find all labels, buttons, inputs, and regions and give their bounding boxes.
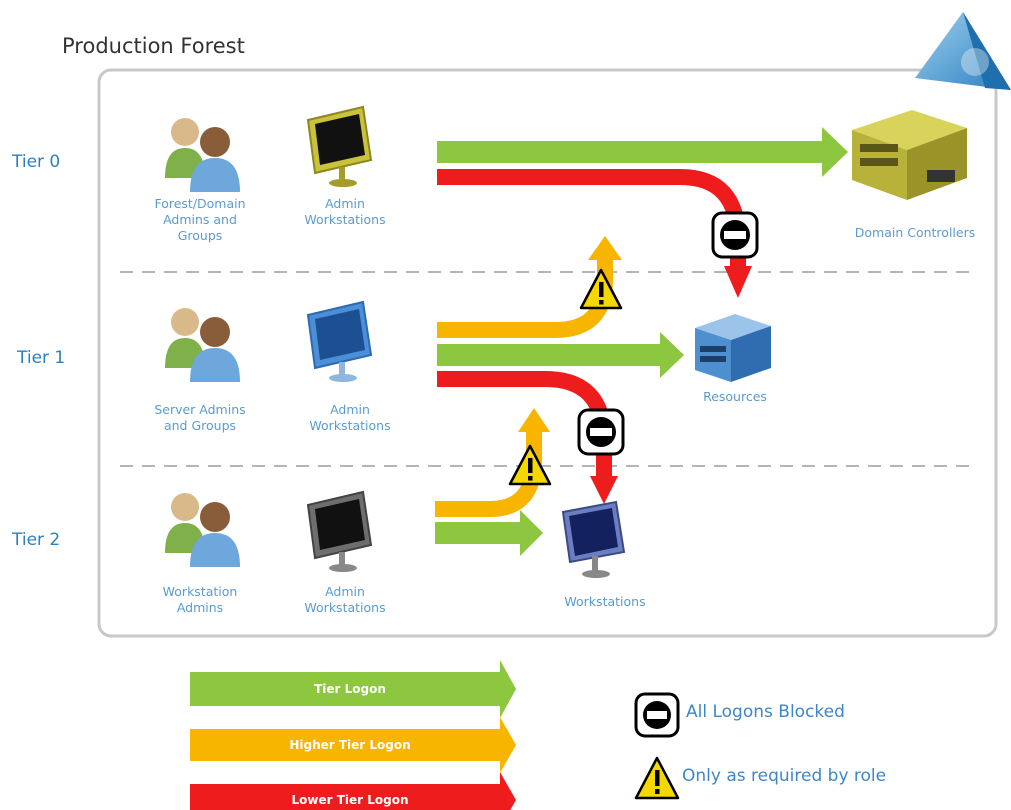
legend-higher-tier-logon-arrow [190, 717, 516, 773]
tier-2-label: Tier 2 [12, 530, 61, 550]
admin-workstation-icon [306, 105, 373, 187]
domain-controllers-label: Domain Controllers [854, 225, 976, 240]
resources-label: Resources [703, 389, 767, 404]
admin-workstation-icon [306, 300, 373, 382]
blocked-icon [577, 408, 625, 456]
legend-lower-tier-logon-arrow [190, 772, 516, 810]
tier1-admins-label: Server Admins and Groups [154, 402, 246, 433]
admin-group-icon [165, 308, 240, 382]
legend-higher-tier-logon-label: Higher Tier Logon [289, 738, 411, 752]
monitor-icon [561, 500, 626, 578]
server-icon [852, 110, 967, 200]
warning-icon [508, 444, 552, 486]
tier2-orange-arrowhead [518, 408, 550, 432]
tier-0-label: Tier 0 [12, 152, 61, 172]
pyramid-icon [915, 12, 1011, 90]
tier0-admin-workstations-label: Admin Workstations [304, 196, 386, 227]
admin-group-icon [165, 118, 240, 192]
admin-workstation-icon [306, 490, 373, 572]
blocked-icon [711, 211, 759, 259]
tier2-admins-label: Workstation Admins [162, 584, 238, 615]
tier2-admin-workstations-label: Admin Workstations [304, 584, 386, 615]
tier2-tier-logon-arrow [435, 510, 543, 556]
legend-tier-logon-arrow [190, 660, 516, 718]
admin-group-icon [165, 493, 240, 567]
blocked-icon [634, 692, 680, 738]
legend-lower-tier-logon-label: Lower Tier Logon [291, 793, 409, 807]
tier1-admin-workstations-label: Admin Workstations [309, 402, 391, 433]
tier1-orange-arrowhead [588, 236, 622, 260]
forest-title: Production Forest [62, 34, 245, 58]
tier-1-label: Tier 1 [17, 348, 66, 368]
tier0-red-arrowhead [724, 266, 752, 298]
legend-blocked-label: All Logons Blocked [686, 702, 845, 722]
warning-icon [579, 268, 623, 310]
workstations-label: Workstations [564, 594, 646, 609]
tier0-tier-logon-arrow [437, 127, 848, 177]
tier1-red-arrowhead [590, 476, 618, 504]
rack-server-icon [695, 314, 771, 382]
legend-as-required-label: Only as required by role [682, 766, 887, 786]
legend-tier-logon-label: Tier Logon [314, 682, 386, 696]
tier1-tier-logon-arrow [437, 332, 684, 378]
tier0-admins-label: Forest/Domain Admins and Groups [154, 196, 246, 243]
warning-icon [634, 756, 680, 800]
